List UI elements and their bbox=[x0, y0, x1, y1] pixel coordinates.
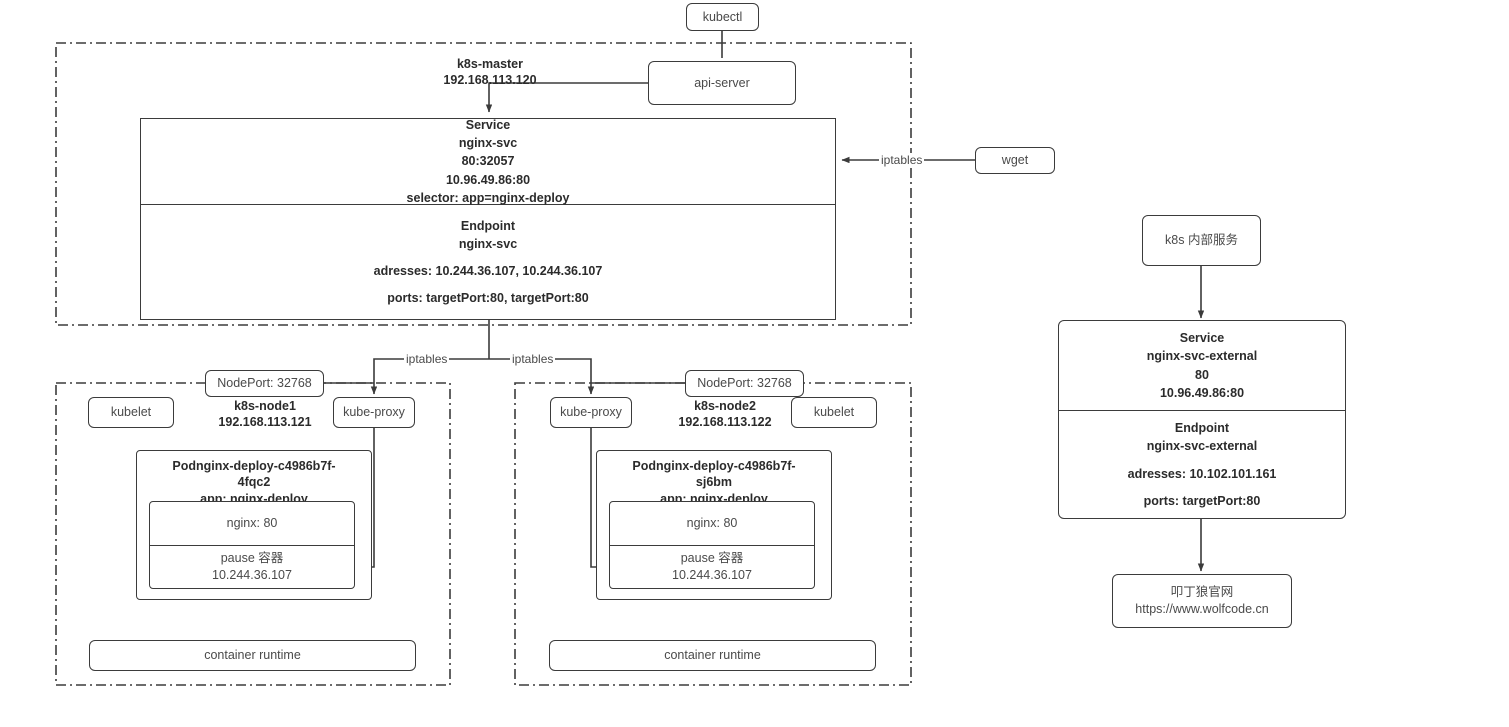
node1-pod-title-line2: 4fqc2 bbox=[237, 475, 271, 490]
node2-pod-title-line2: sj6bm bbox=[695, 475, 733, 490]
external-target-box[interactable]: 叩丁狼官网 https://www.wolfcode.cn bbox=[1112, 574, 1292, 628]
node1-pod-box[interactable]: Podnginx-deploy-c4986b7f- 4fqc2 app: ngi… bbox=[136, 450, 372, 600]
node2-pod-title-line1: Podnginx-deploy-c4986b7f- bbox=[632, 459, 796, 473]
iptables-svc-text: iptables bbox=[881, 153, 923, 167]
node1-container-pause[interactable]: pause 容器 10.244.36.107 bbox=[150, 545, 354, 588]
node1-kube-proxy-box[interactable]: kube-proxy bbox=[333, 397, 415, 428]
endpoint-addresses: adresses: 10.244.36.107, 10.244.36.107 bbox=[373, 264, 603, 278]
service-cluster-ip: 10.96.49.86:80 bbox=[445, 172, 531, 187]
node1-kubelet-box[interactable]: kubelet bbox=[88, 397, 174, 428]
endpoint-name: nginx-svc bbox=[458, 236, 518, 251]
node2-pod-box[interactable]: Podnginx-deploy-c4986b7f- sj6bm app: ngi… bbox=[596, 450, 832, 600]
service-selector: selector: app=nginx-deploy bbox=[406, 190, 570, 205]
api-server-box[interactable]: api-server bbox=[648, 61, 796, 105]
node1-ip: 192.168.113.121 bbox=[218, 415, 312, 430]
iptables-node1-text: iptables bbox=[406, 352, 448, 366]
master-ip: 192.168.113.120 bbox=[443, 73, 537, 88]
external-service-cluster-ip: 10.96.49.86:80 bbox=[1159, 385, 1245, 400]
iptables-label-node1: iptables bbox=[404, 352, 450, 366]
service-kind: Service bbox=[465, 118, 511, 133]
node2-container-nginx-name: nginx: 80 bbox=[686, 516, 738, 531]
node1-pod-title: Podnginx-deploy-c4986b7f- 4fqc2 app: ngi… bbox=[137, 451, 371, 507]
node2-container-pause-name: pause 容器 bbox=[680, 551, 744, 566]
iptables-label-node2: iptables bbox=[510, 352, 556, 366]
node1-title: k8s-node1 192.168.113.121 bbox=[190, 398, 340, 431]
service-port-mapping: 80:32057 bbox=[461, 154, 515, 169]
external-service-box[interactable]: Service nginx-svc-external 80 10.96.49.8… bbox=[1059, 321, 1345, 410]
master-title: k8s-master 192.168.113.120 bbox=[380, 56, 600, 89]
external-endpoint-box[interactable]: Endpoint nginx-svc-external adresses: 10… bbox=[1059, 410, 1345, 518]
node1-container-runtime-box[interactable]: container runtime bbox=[89, 640, 416, 671]
node2-ip: 192.168.113.122 bbox=[678, 415, 772, 430]
master-svc-ep-stack: Service nginx-svc 80:32057 10.96.49.86:8… bbox=[140, 118, 836, 320]
iptables-node2-text: iptables bbox=[512, 352, 554, 366]
endpoint-kind: Endpoint bbox=[460, 218, 516, 233]
node2-container-group: nginx: 80 pause 容器 10.244.36.107 bbox=[609, 501, 815, 589]
node1-kube-proxy-label: kube-proxy bbox=[343, 405, 405, 420]
internal-client-box[interactable]: k8s 内部服务 bbox=[1142, 215, 1261, 266]
node1-container-runtime-label: container runtime bbox=[204, 648, 301, 663]
master-endpoint-box[interactable]: Endpoint nginx-svc adresses: 10.244.36.1… bbox=[141, 204, 835, 319]
wget-label: wget bbox=[1001, 153, 1029, 168]
node2-kubelet-label: kubelet bbox=[813, 405, 855, 420]
iptables-label-service: iptables bbox=[879, 153, 925, 167]
node1-container-group: nginx: 80 pause 容器 10.244.36.107 bbox=[149, 501, 355, 589]
node2-kube-proxy-box[interactable]: kube-proxy bbox=[550, 397, 632, 428]
node2-container-runtime-label: container runtime bbox=[664, 648, 761, 663]
node1-container-nginx[interactable]: nginx: 80 bbox=[150, 502, 354, 545]
api-server-label: api-server bbox=[694, 75, 750, 90]
external-service-kind: Service bbox=[1179, 331, 1225, 346]
wget-box[interactable]: wget bbox=[975, 147, 1055, 174]
node2-name: k8s-node2 bbox=[694, 399, 756, 413]
external-target-name: 叩丁狼官网 bbox=[1170, 585, 1234, 600]
node1-kubelet-label: kubelet bbox=[110, 405, 152, 420]
endpoint-ports: ports: targetPort:80, targetPort:80 bbox=[387, 291, 589, 306]
node2-container-pause[interactable]: pause 容器 10.244.36.107 bbox=[610, 545, 814, 588]
master-service-box[interactable]: Service nginx-svc 80:32057 10.96.49.86:8… bbox=[141, 118, 835, 205]
master-name: k8s-master bbox=[456, 57, 523, 71]
node2-nodeport-box[interactable]: NodePort: 32768 bbox=[685, 370, 804, 397]
node2-pod-title: Podnginx-deploy-c4986b7f- sj6bm app: ngi… bbox=[597, 451, 831, 507]
external-target-url: https://www.wolfcode.cn bbox=[1135, 602, 1269, 616]
node2-kube-proxy-label: kube-proxy bbox=[560, 405, 622, 420]
node1-pod-title-line1: Podnginx-deploy-c4986b7f- bbox=[172, 459, 336, 473]
kubectl-box[interactable]: kubectl bbox=[686, 3, 759, 31]
external-endpoint-name: nginx-svc-external bbox=[1146, 439, 1258, 454]
node1-name: k8s-node1 bbox=[234, 399, 296, 413]
internal-client-label: k8s 内部服务 bbox=[1165, 233, 1238, 248]
external-service-port: 80 bbox=[1195, 367, 1209, 382]
service-name: nginx-svc bbox=[458, 136, 518, 151]
node1-nodeport-label: NodePort: 32768 bbox=[217, 376, 312, 391]
node1-container-nginx-name: nginx: 80 bbox=[226, 516, 278, 531]
external-service-name: nginx-svc-external bbox=[1146, 349, 1258, 364]
external-endpoint-kind: Endpoint bbox=[1174, 421, 1230, 436]
kubectl-label: kubectl bbox=[702, 9, 743, 24]
node2-container-nginx[interactable]: nginx: 80 bbox=[610, 502, 814, 545]
external-endpoint-ports: ports: targetPort:80 bbox=[1143, 493, 1261, 508]
external-endpoint-addresses: adresses: 10.102.101.161 bbox=[1127, 466, 1277, 481]
node1-nodeport-box[interactable]: NodePort: 32768 bbox=[205, 370, 324, 397]
node2-title: k8s-node2 192.168.113.122 bbox=[650, 398, 800, 431]
node2-container-runtime-box[interactable]: container runtime bbox=[549, 640, 876, 671]
external-svc-ep-stack: Service nginx-svc-external 80 10.96.49.8… bbox=[1058, 320, 1346, 519]
node1-container-pause-ip: 10.244.36.107 bbox=[212, 568, 292, 582]
node1-container-pause-name: pause 容器 bbox=[220, 551, 284, 566]
node2-kubelet-box[interactable]: kubelet bbox=[791, 397, 877, 428]
node2-container-pause-ip: 10.244.36.107 bbox=[672, 568, 752, 582]
node2-nodeport-label: NodePort: 32768 bbox=[697, 376, 792, 391]
